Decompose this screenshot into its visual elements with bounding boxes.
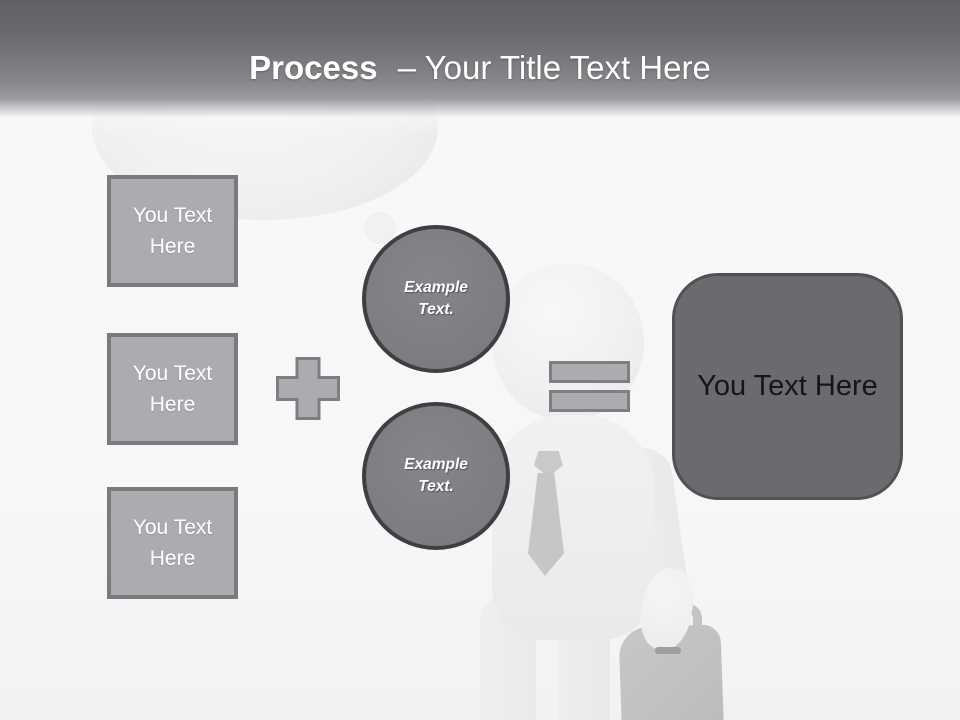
equals-icon (549, 361, 630, 383)
input-box-3-label: You Text Here (132, 516, 213, 570)
thought-bubble-small-icon (364, 212, 396, 244)
slide-title-bold: Process (249, 49, 378, 86)
plus-icon (276, 357, 340, 420)
example-circle-1-line1: Example (404, 279, 468, 296)
input-box-2[interactable]: You Text Here (107, 333, 238, 445)
input-box-1-label: You Text Here (132, 204, 213, 258)
example-circle-1[interactable]: Example Text. (362, 225, 510, 373)
input-box-1[interactable]: You Text Here (107, 175, 238, 287)
header-band: Process – Your Title Text Here (0, 0, 960, 140)
example-circle-2-line2: Text. (418, 478, 454, 495)
figure-torso-icon (492, 415, 654, 640)
input-box-2-label: You Text Here (132, 362, 213, 416)
example-circle-2-line1: Example (404, 456, 468, 473)
example-circle-2[interactable]: Example Text. (362, 402, 510, 550)
example-circle-1-line2: Text. (418, 301, 454, 318)
result-box[interactable]: You Text Here (672, 273, 903, 500)
briefcase-latch-icon (655, 647, 681, 654)
input-box-3[interactable]: You Text Here (107, 487, 238, 599)
result-box-label: You Text Here (697, 370, 878, 402)
slide-title-rest: – Your Title Text Here (397, 49, 711, 86)
slide-title[interactable]: Process – Your Title Text Here (0, 46, 960, 90)
equals-icon (549, 390, 630, 412)
